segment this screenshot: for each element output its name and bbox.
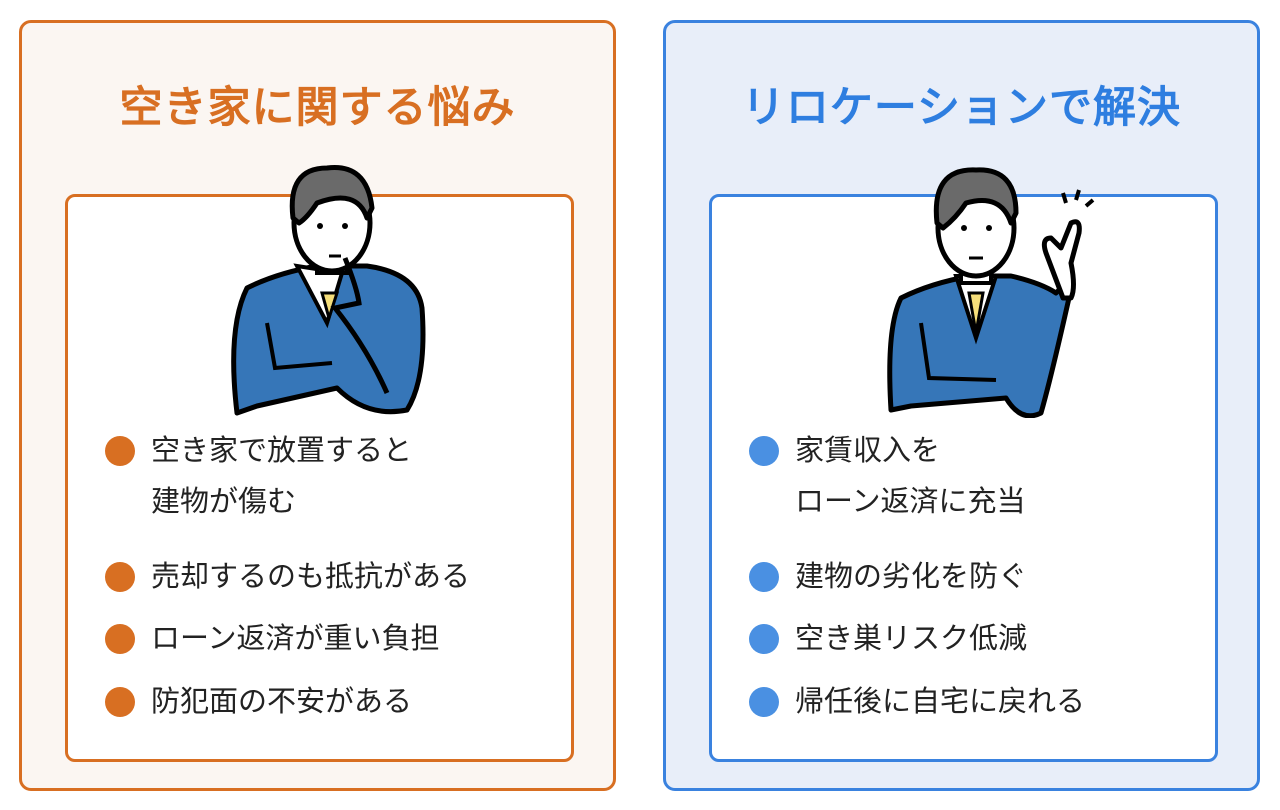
- solutions-panel: リロケーションで解決 家賃収入をローン返済に充当 建物の劣化を防ぐ 空き巣リスク…: [663, 20, 1260, 791]
- bullet-icon: [749, 624, 779, 654]
- list-item: ローン返済が重い負担: [105, 613, 565, 664]
- bullet-icon: [105, 687, 135, 717]
- problems-panel: 空き家に関する悩み 空き家で放置すると建物が傷む 売却するのも抵抗がある ローン…: [19, 20, 616, 791]
- bullet-icon: [749, 562, 779, 592]
- item-text: ローン返済が重い負担: [151, 621, 440, 655]
- solutions-title: リロケーションで解決: [741, 83, 1182, 133]
- bullet-icon: [105, 624, 135, 654]
- worried-businessman-illustration: [231, 165, 426, 416]
- list-item: 帰任後に自宅に戻れる: [749, 676, 1209, 727]
- item-text: 建物の劣化を防ぐ: [795, 559, 1028, 593]
- list-item: 防犯面の不安がある: [105, 676, 565, 727]
- item-text: 売却するのも抵抗がある: [151, 559, 471, 593]
- list-item: 建物の劣化を防ぐ: [749, 551, 1209, 602]
- item-text: ローン返済に充当: [795, 484, 1026, 518]
- list-item: 空き家で放置すると建物が傷む: [105, 425, 565, 527]
- item-text: 空き家で放置すると: [151, 433, 413, 467]
- list-item: 売却するのも抵抗がある: [105, 551, 565, 602]
- problems-title: 空き家に関する悩み: [119, 83, 516, 133]
- item-text: 帰任後に自宅に戻れる: [795, 684, 1086, 718]
- list-item: 空き巣リスク低減: [749, 613, 1209, 664]
- item-text: 空き巣リスク低減: [795, 621, 1028, 655]
- item-text: 建物が傷む: [151, 484, 297, 518]
- bullet-icon: [105, 436, 135, 466]
- bullet-icon: [749, 436, 779, 466]
- list-item: 家賃収入をローン返済に充当: [749, 425, 1209, 527]
- item-text: 防犯面の不安がある: [151, 684, 413, 718]
- bullet-icon: [749, 687, 779, 717]
- bullet-icon: [105, 562, 135, 592]
- item-text: 家賃収入を: [795, 433, 941, 467]
- pointing-businessman-illustration: [887, 167, 1095, 418]
